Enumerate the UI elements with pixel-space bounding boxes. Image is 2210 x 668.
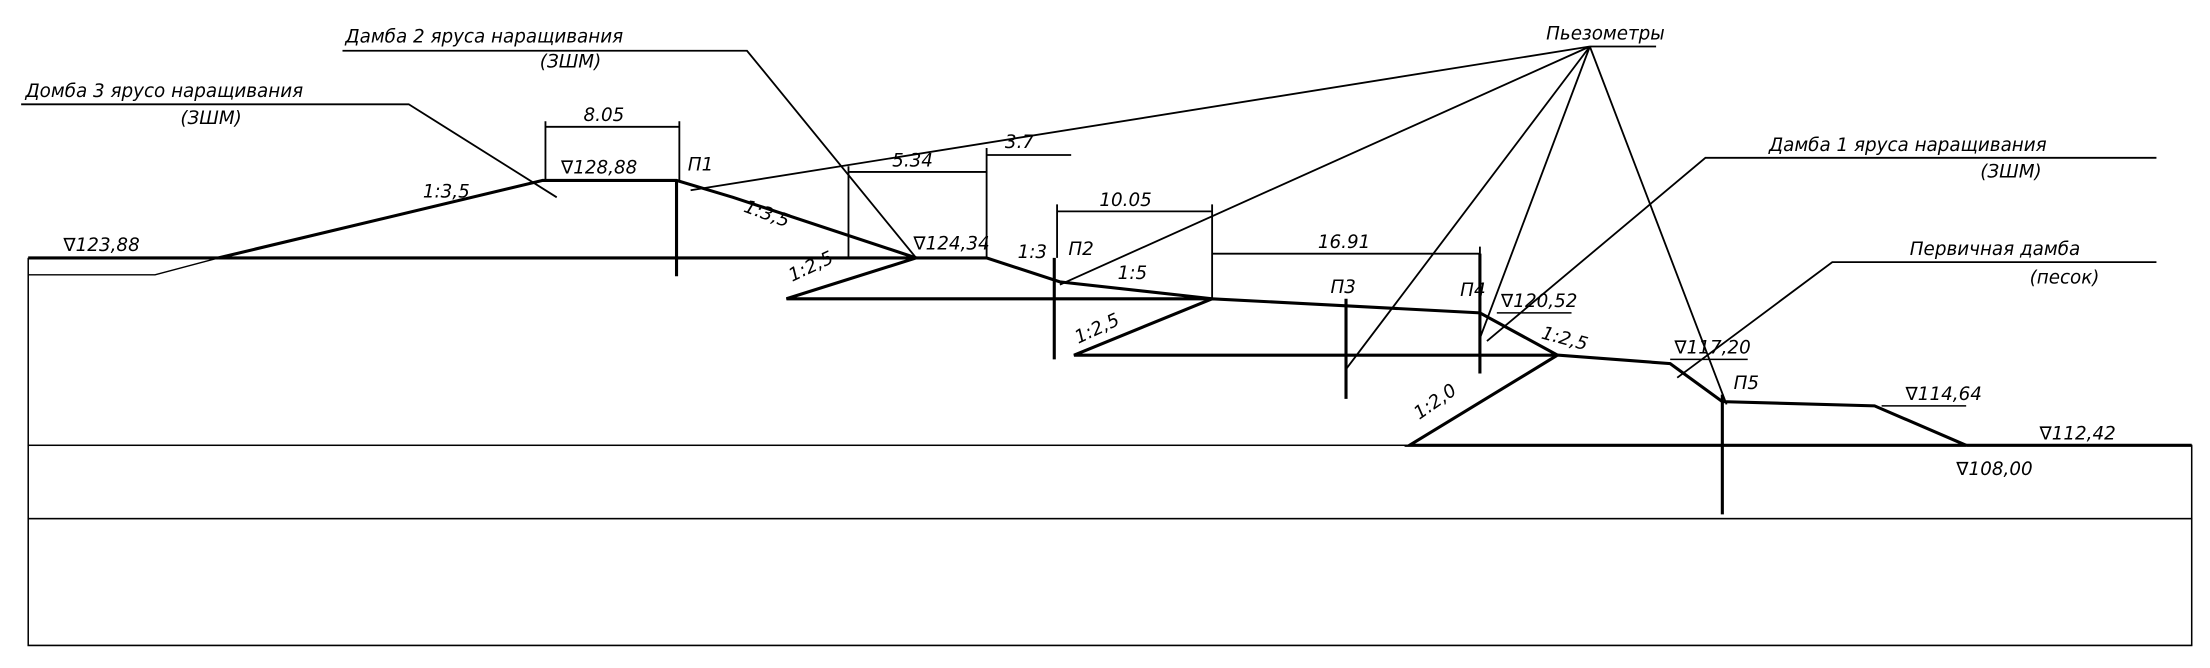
elevation-dam1-crest: ∇120,52 bbox=[1500, 291, 1577, 312]
elevation-left-ground: ∇123,88 bbox=[62, 235, 139, 256]
elevation-foundation: ∇108,00 bbox=[1955, 459, 2032, 480]
dimension-5-34: 5.34 bbox=[892, 150, 933, 171]
primary-dam-title: Первичная дамба bbox=[1910, 239, 2080, 260]
slope-dam3-down: 1:3,5 bbox=[741, 196, 792, 232]
elevation-primary-crest: ∇117,20 bbox=[1673, 338, 1750, 359]
elevation-dam3-crest: ∇128,88 bbox=[560, 157, 637, 178]
piezometer-leaders bbox=[690, 45, 1728, 405]
frame bbox=[27, 257, 2193, 647]
dam2-body bbox=[786, 256, 1213, 301]
dam1-leader bbox=[1486, 156, 2157, 342]
dam3-title: Домба 3 ярусо наращивания bbox=[24, 81, 303, 102]
dam1-title: Дамба 1 яруса наращивания bbox=[1768, 135, 2047, 156]
elevation-base: ∇112,42 bbox=[2038, 424, 2115, 445]
primary-dam-material: (песок) bbox=[2030, 267, 2100, 288]
dimension-10-05: 10.05 bbox=[1099, 190, 1151, 211]
piezometer-label-p3: П3 bbox=[1331, 277, 1356, 298]
dimension-3-7: 3.7 bbox=[1005, 132, 1034, 153]
slope-dam2-lower: 1:5 bbox=[1118, 263, 1147, 284]
elevation-berm: ∇114,64 bbox=[1905, 384, 1982, 405]
piezometers-label: Пьезометры bbox=[1546, 23, 1665, 44]
dam1-material: (ЗШМ) bbox=[1980, 162, 2041, 183]
dimension-8-05: 8.05 bbox=[584, 105, 625, 126]
tailings-body bbox=[27, 257, 1560, 447]
slope-dam1-up: 1:2,5 bbox=[1071, 310, 1122, 349]
slope-dam2-up: 1:2,5 bbox=[785, 248, 836, 287]
elevation-underlines bbox=[1496, 312, 2101, 447]
slope-dam3-up: 1:3,5 bbox=[423, 181, 470, 202]
dam2-title: Дамба 2 яруса наращивания bbox=[344, 26, 623, 47]
elevation-dam2-crest: ∇124,34 bbox=[912, 233, 989, 254]
dam2-leader bbox=[342, 49, 917, 259]
piezometer-label-p2: П2 bbox=[1068, 239, 1093, 260]
dam3-body bbox=[218, 178, 917, 260]
primary-dam-leader bbox=[1676, 261, 2157, 379]
dimension-16-91: 16.91 bbox=[1318, 232, 1370, 253]
piezometer-label-p1: П1 bbox=[688, 155, 713, 176]
dam2-material: (ЗШМ) bbox=[540, 52, 601, 73]
foundation-layer-lower bbox=[27, 517, 2193, 647]
slope-dam2-down: 1:3 bbox=[1018, 242, 1047, 263]
dimension-lines bbox=[544, 121, 1481, 313]
dam3-leader bbox=[21, 103, 558, 199]
piezometer-label-p5: П5 bbox=[1734, 373, 1759, 394]
piezometer-label-p4: П4 bbox=[1460, 280, 1485, 301]
dam3-material: (ЗШМ) bbox=[180, 108, 241, 129]
foundation-layer-upper bbox=[27, 444, 2193, 520]
